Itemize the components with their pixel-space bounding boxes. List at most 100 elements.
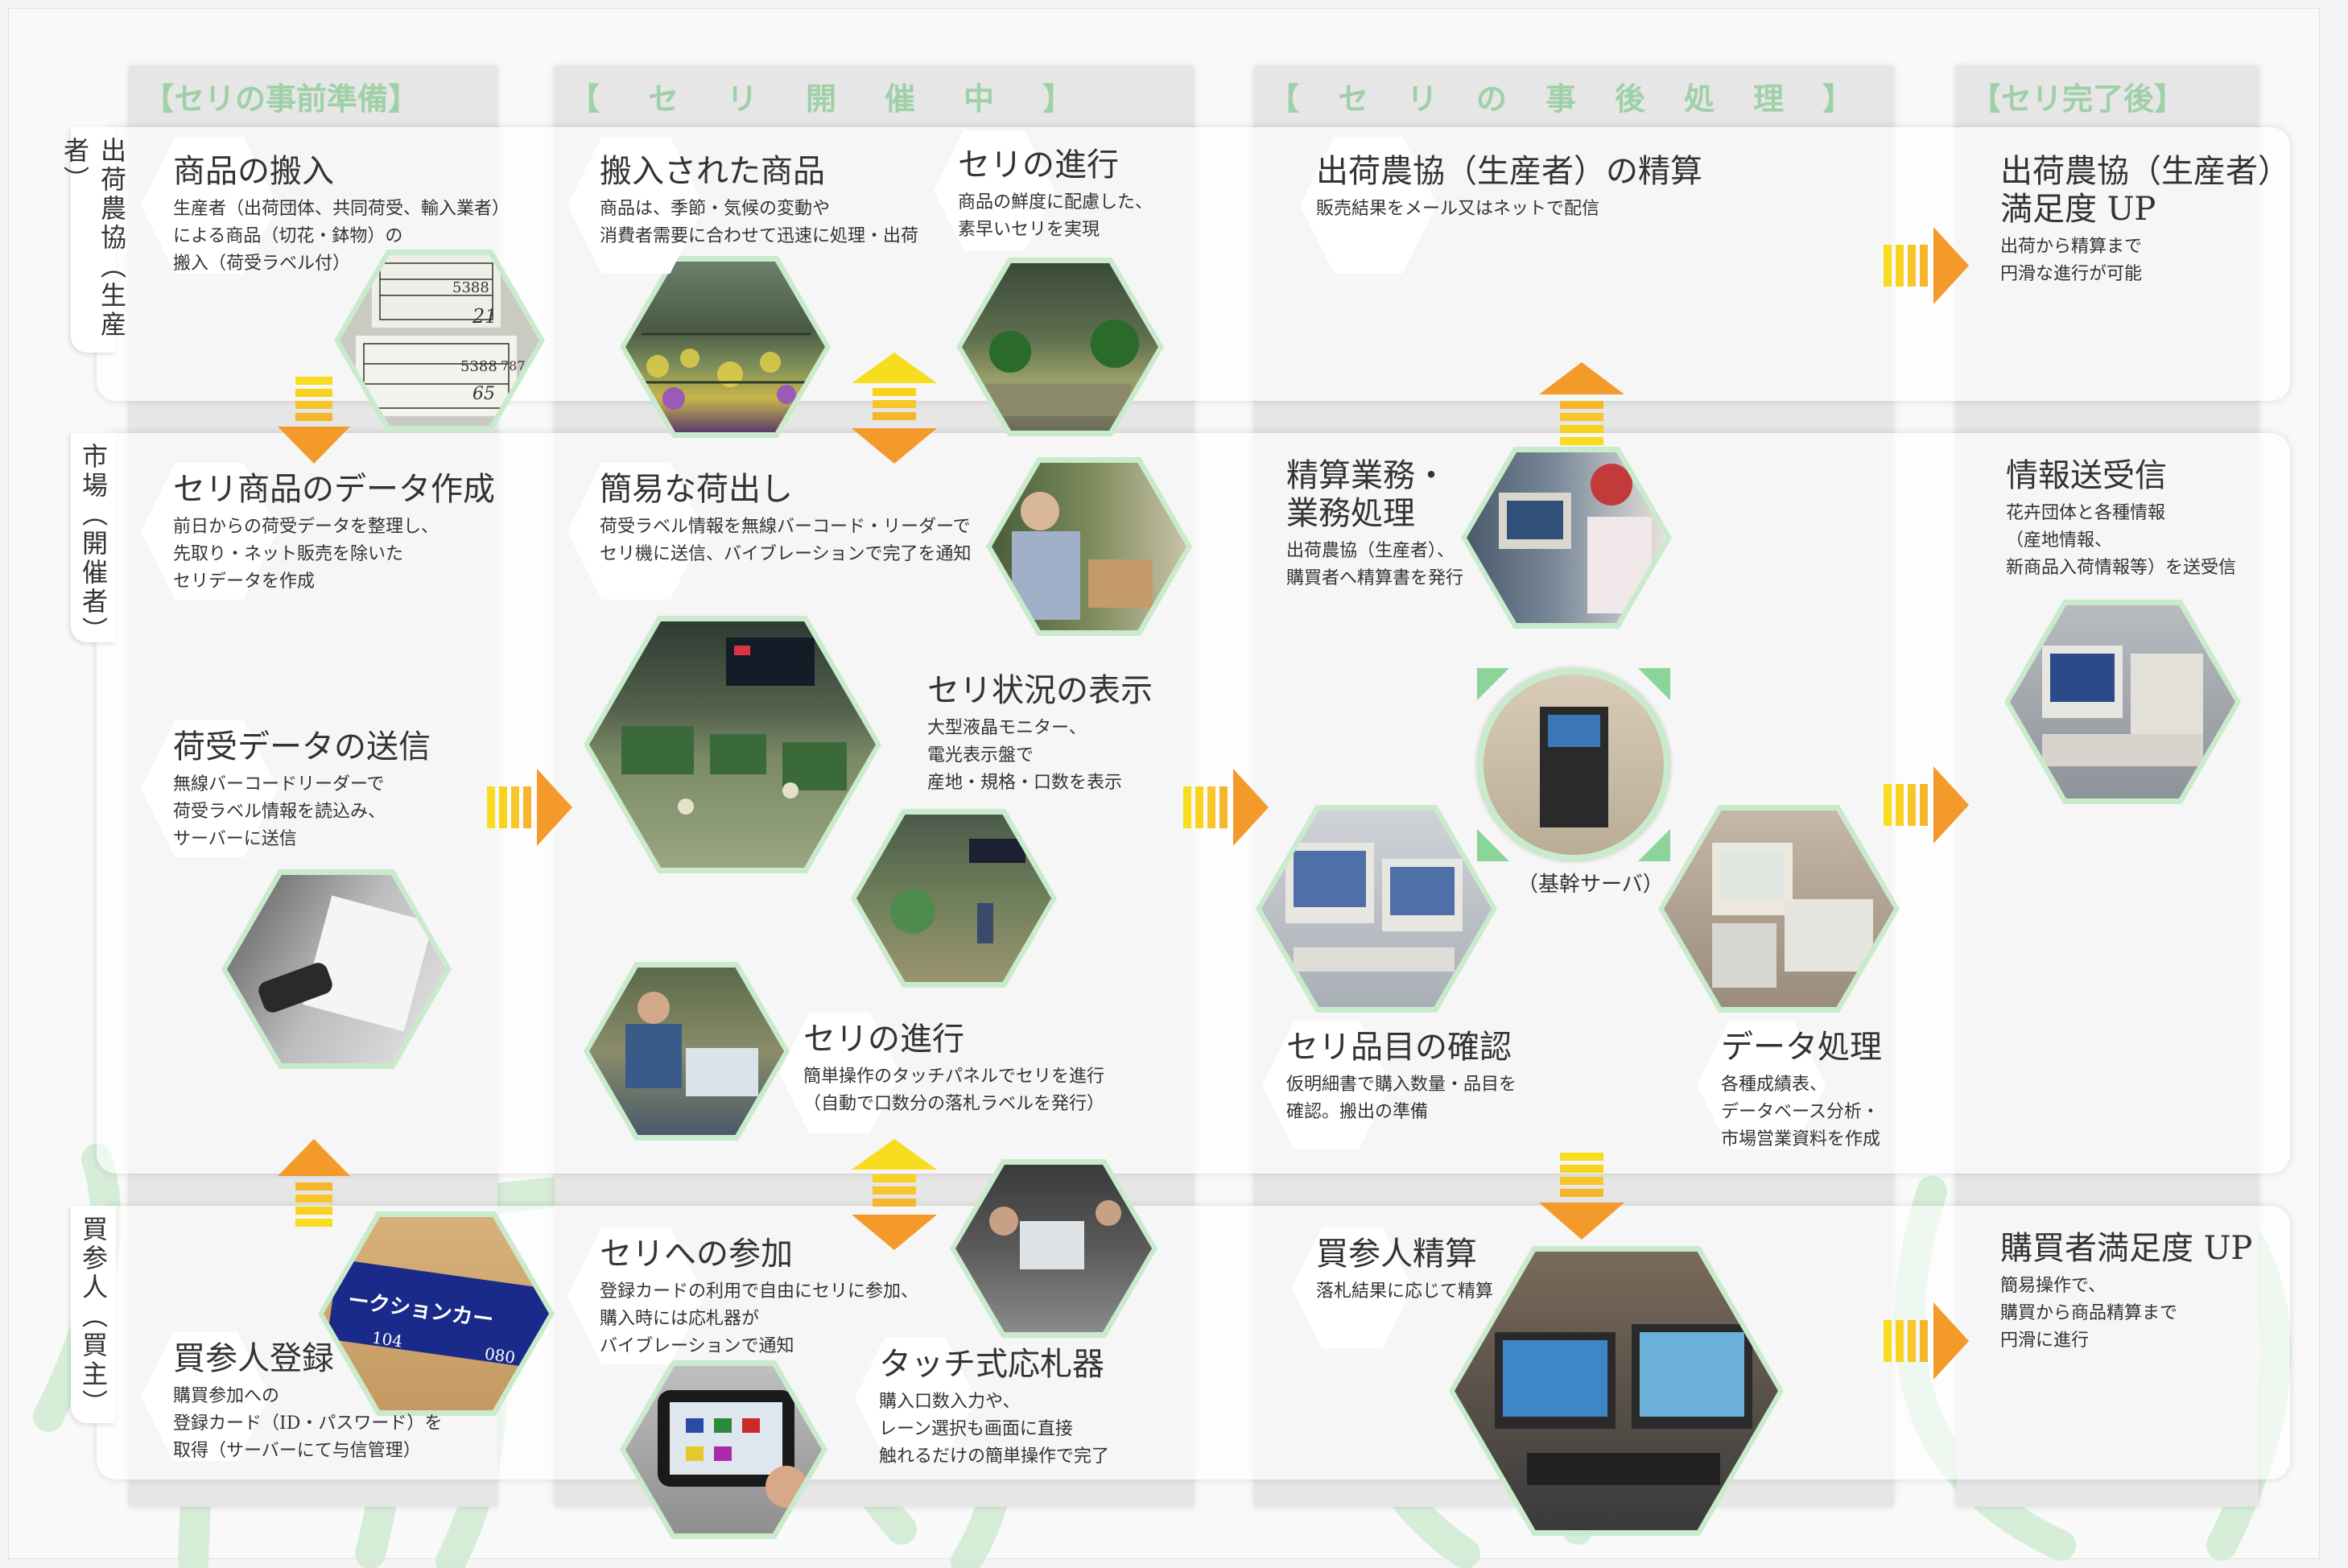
- block-auction-status-display: セリ状況の表示 大型液晶モニター、 電光表示盤で 産地・規格・口数を表示: [927, 672, 1153, 797]
- column-header-preparation: 【セリの事前準備】: [143, 81, 419, 117]
- column-header-during: 【セリ開催中】: [569, 81, 1122, 117]
- block-desc: 大型液晶モニター、 電光表示盤で 産地・規格・口数を表示: [927, 718, 1123, 794]
- block-title: 商品の搬入: [173, 153, 334, 190]
- block-buyer-registration: 買参人登録 購買参加への 登録カード（ID・パスワード）を 取得（サーバーにて与…: [141, 1332, 443, 1465]
- block-desc: 出荷から精算まで 円滑な進行が可能: [2000, 237, 2143, 285]
- label-number-c: 5388: [460, 358, 497, 375]
- photo-hex-info-terminal: [2004, 600, 2241, 804]
- block-title: 情報送受信: [2006, 457, 2167, 494]
- block-title: 簡易な荷出し: [600, 471, 793, 508]
- photo-hex-auction-hall: [956, 258, 1164, 436]
- block-desc: 生産者（出荷団体、共同荷受、輸入業者） による商品（切花・鉢物）の 搬入（荷受ラ…: [173, 199, 510, 274]
- column-header-after: 【セリ完了後】: [1970, 81, 2185, 117]
- block-desc: 無線バーコードリーダーで 荷受ラベル情報を読込み、 サーバーに送信: [173, 774, 386, 850]
- block-buyer-satisfaction: 購買者満足度 UP 簡易操作で、 購買から商品精算まで 円滑に進行: [2000, 1230, 2252, 1355]
- block-info-exchange: 情報送受信 花卉団体と各種情報 （産地情報、 新商品入荷情報等）を送受信: [2006, 457, 2236, 582]
- arrow-right-to-post: [1183, 769, 1269, 846]
- block-settlement-operations: 精算業務・ 業務処理 出荷農協（生産者）、 購買者へ精算書を発行: [1286, 457, 1463, 593]
- block-title: 精算業務・ 業務処理: [1286, 457, 1447, 533]
- block-title: 出荷農協（生産者） 満足度 UP: [2000, 153, 2290, 229]
- row-label-market: 市場（開催者）: [71, 433, 116, 646]
- block-title: セリの進行: [958, 146, 1119, 184]
- block-desc: 仮明細書で購入数量・品目を 確認。搬出の準備: [1286, 1075, 1517, 1123]
- block-title: 搬入された商品: [600, 153, 825, 190]
- block-desc: 前日からの荷受データを整理し、 先取り・ネット販売を除いた セリデータを作成: [173, 517, 439, 592]
- block-producer-settlement: 出荷農協（生産者）の精算 販売結果をメール又はネットで配信: [1300, 137, 1702, 274]
- block-desc: 落札結果に応じて精算: [1316, 1281, 1494, 1302]
- photo-hex-led-board-hall: [851, 809, 1057, 988]
- block-delivered-goods: 搬入された商品 商品は、季節・気候の変動や 消費者需要に合わせて迅速に処理・出荷: [567, 137, 919, 274]
- block-desc: 商品の鮮度に配慮した、 素早いセリを実現: [958, 192, 1153, 241]
- block-title: セリ状況の表示: [927, 672, 1153, 709]
- block-goods-delivery: 商品の搬入 生産者（出荷団体、共同荷受、輸入業者） による商品（切花・鉢物）の …: [141, 137, 510, 278]
- block-data-processing: データ処理 各種成績表、 データベース分析・ 市場営業資料を作成: [1697, 1021, 1882, 1153]
- block-title: 購買者満足度 UP: [2000, 1230, 2253, 1267]
- label-number-e: 65: [472, 384, 495, 404]
- block-auction-progress-top: セリの進行 商品の鮮度に配慮した、 素早いセリを実現: [934, 130, 1153, 251]
- block-title: タッチ式応札器: [879, 1346, 1104, 1383]
- photo-hex-workstation-left: [1256, 805, 1497, 1013]
- arrow-right-to-during: [487, 769, 572, 846]
- card-text-num-b: 080: [483, 1343, 517, 1368]
- row-label-producer: 出荷農協（生産者）: [60, 127, 127, 353]
- photo-hex-settlement-monitors: [1449, 1246, 1784, 1536]
- block-auction-progress-bottom: セリの進行 簡単操作のタッチパネルでセリを進行 （自動で口数分の落札ラベルを発行…: [779, 1013, 1105, 1133]
- arrow-down-buyer-settlement: [1539, 1153, 1624, 1240]
- arrow-right-market-after: [1884, 766, 1969, 844]
- block-producer-satisfaction: 出荷農協（生産者） 満足度 UP 出荷から精算まで 円滑な進行が可能: [2000, 153, 2290, 289]
- arrow-updown-goods-handling: [852, 353, 937, 464]
- block-desc: 出荷農協（生産者）、 購買者へ精算書を発行: [1286, 541, 1464, 589]
- block-desc: 販売結果をメール又はネットで配信: [1316, 199, 1600, 220]
- block-data-creation: セリ商品のデータ作成 前日からの荷受データを整理し、 先取り・ネット販売を除いた…: [141, 463, 495, 600]
- label-number-b: 21: [472, 305, 497, 328]
- server-corner-arrows: [1477, 668, 1670, 861]
- photo-hex-barcode-worker: [986, 457, 1192, 636]
- photo-hex-bid-tablet: [620, 1360, 827, 1539]
- label-number-d: 787: [501, 358, 526, 373]
- block-desc: 登録カードの利用で自由にセリに参加、 購入時には応札器が バイブレーションで通知: [600, 1281, 919, 1357]
- block-title: セリ品目の確認: [1286, 1029, 1512, 1066]
- block-title: データ処理: [1721, 1029, 1882, 1066]
- block-desc: 簡易操作で、 購買から商品精算まで 円滑に進行: [2000, 1276, 2178, 1351]
- block-desc: 荷受ラベル情報を無線バーコード・リーダーで セリ機に送信、バイブレーションで完了…: [600, 517, 972, 565]
- block-desc: 花卉団体と各種情報 （産地情報、 新商品入荷情報等）を送受信: [2006, 503, 2237, 579]
- row-label-buyer: 買参人（買主）: [71, 1206, 116, 1423]
- block-touch-bidder: タッチ式応札器 購入口数入力や、 レーン選択も画面に直接 触れるだけの簡単操作で…: [855, 1338, 1109, 1471]
- block-title: 買参人精算: [1316, 1236, 1477, 1273]
- arrow-updown-bidding: [852, 1139, 937, 1250]
- arrow-up-buyer-registration: [278, 1139, 350, 1227]
- photo-hex-buyer-card: ークションカー 104 080: [318, 1211, 555, 1416]
- block-title: 荷受データの送信: [173, 728, 431, 765]
- block-title: セリの進行: [803, 1021, 964, 1058]
- arrow-right-producer-after: [1884, 227, 1969, 304]
- block-desc: 各種成績表、 データベース分析・ 市場営業資料を作成: [1721, 1075, 1881, 1150]
- block-buyer-settlement: 買参人精算 落札結果に応じて精算: [1292, 1228, 1494, 1348]
- photo-hex-shipping-labels: 5388 21 5388 787 65: [334, 250, 545, 431]
- photo-hex-flower-carts: [620, 256, 831, 438]
- block-easy-shipping: 簡易な荷出し 荷受ラベル情報を無線バーコード・リーダーで セリ機に送信、バイブレ…: [567, 463, 972, 600]
- block-title: セリへの参加: [600, 1236, 793, 1273]
- arrow-up-settlement: [1539, 362, 1624, 445]
- arrow-right-buyer-after: [1884, 1302, 1969, 1380]
- photo-hex-bidding-room: [950, 1159, 1157, 1338]
- block-title: セリ商品のデータ作成: [173, 471, 495, 508]
- label-number-a: 5388: [452, 279, 489, 296]
- server-label: （基幹サーバ）: [1517, 873, 1664, 897]
- block-item-confirmation: セリ品目の確認 仮明細書で購入数量・品目を 確認。搬出の準備: [1262, 1021, 1517, 1149]
- arrow-down-data-creation: [278, 377, 350, 464]
- column-header-post: 【セリの事後処理】: [1269, 81, 1892, 117]
- block-desc: 商品は、季節・気候の変動や 消費者需要に合わせて迅速に処理・出荷: [600, 199, 919, 247]
- photo-hex-barcode-scanner: [221, 869, 452, 1069]
- block-auction-participation: セリへの参加 登録カードの利用で自由にセリに参加、 購入時には応札器が バイブレ…: [567, 1228, 919, 1364]
- server-photo: [1477, 668, 1670, 861]
- photo-hex-printer-station: [1658, 805, 1900, 1013]
- photo-hex-auction-floor: [584, 616, 881, 873]
- block-receipt-data-send: 荷受データの送信 無線バーコードリーダーで 荷受ラベル情報を読込み、 サーバーに…: [141, 720, 431, 857]
- photo-hex-touch-panel-operator: [584, 962, 790, 1141]
- block-desc: 簡単操作のタッチパネルでセリを進行 （自動で口数分の落札ラベルを発行）: [803, 1067, 1105, 1115]
- block-desc: 購買参加への 登録カード（ID・パスワード）を 取得（サーバーにて与信管理）: [173, 1386, 443, 1462]
- block-title: 出荷農協（生産者）の精算: [1316, 153, 1702, 190]
- photo-hex-office-worker: [1461, 447, 1672, 629]
- block-title: 買参人登録: [173, 1340, 334, 1377]
